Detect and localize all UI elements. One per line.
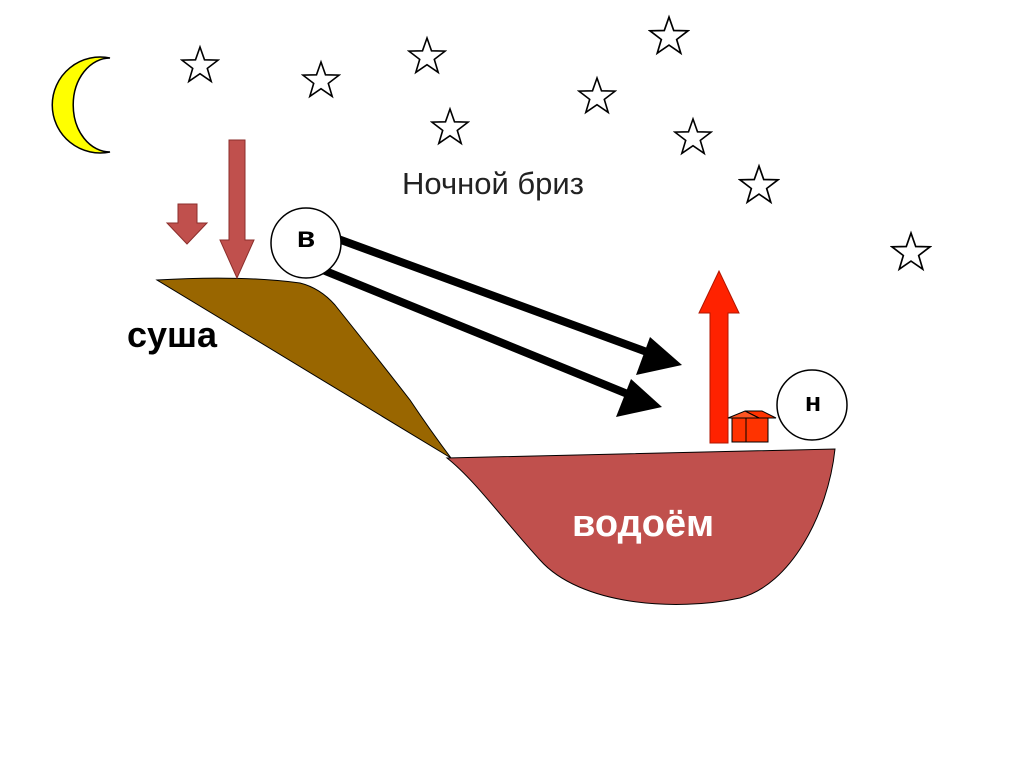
rising-air-arrow [698, 269, 740, 444]
sinking-air-arrow-large [219, 139, 255, 280]
high-pressure-label: в [296, 221, 316, 254]
water-label: водоём [572, 503, 715, 545]
low-pressure-circle [776, 369, 848, 441]
water-body-shape [445, 448, 836, 605]
sinking-air-arrow-small [165, 203, 209, 245]
star-icon [674, 118, 712, 155]
star-icon [649, 16, 689, 55]
moon-icon [51, 56, 111, 154]
wind-arrow-lower [316, 264, 662, 417]
star-icon [431, 108, 469, 145]
house-icon [727, 410, 777, 443]
star-icon [578, 77, 616, 114]
star-icon [302, 61, 340, 98]
star-icon [181, 46, 219, 83]
land-label: суша [127, 314, 218, 355]
star-icon [891, 232, 931, 271]
wind-arrow-upper [328, 232, 682, 375]
star-icon [739, 165, 779, 204]
low-pressure-label: н [804, 387, 822, 417]
star-icon [408, 37, 446, 74]
high-pressure-circle [270, 207, 342, 279]
land-shape [155, 277, 452, 459]
diagram-title: Ночной бриз [402, 166, 584, 201]
